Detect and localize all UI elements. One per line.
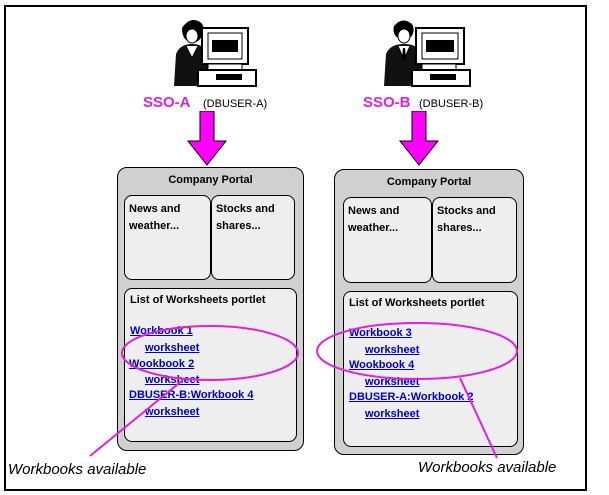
portal-b-workbook-link[interactable]: Wookbook 4 <box>349 359 415 371</box>
caption-workbooks-available-b: Workbooks available <box>418 459 557 476</box>
portal-b-news-portlet: News and weather... <box>343 197 432 283</box>
dbuser-b-label: (DBUSER-B) <box>419 98 484 110</box>
portal-b: Company Portal News and weather... Stock… <box>334 169 524 455</box>
caption-workbooks-available-a: Workbooks available <box>8 461 147 478</box>
portal-a-workbook-link[interactable]: Wookbook 2 <box>129 358 195 370</box>
arrow-a-down-icon <box>186 111 228 166</box>
portal-b-workbook-link[interactable]: DBUSER-A:Workbook 2 <box>349 391 474 403</box>
portal-b-list-title: List of Worksheets portlet <box>349 297 485 309</box>
portal-a-worksheet-link[interactable]: worksheet <box>145 342 200 354</box>
pointer-line-b <box>459 377 498 459</box>
portal-a-list-title: List of Worksheets portlet <box>130 294 266 306</box>
portal-a-news-portlet: News and weather... <box>124 195 211 280</box>
portal-a-stocks-portlet: Stocks and shares... <box>211 195 295 280</box>
portal-b-workbook-link[interactable]: Workbook 3 <box>349 327 412 339</box>
portal-a-worksheet-link[interactable]: worksheet <box>145 406 200 418</box>
user-a-computer-icon <box>168 14 260 90</box>
highlight-ellipse-a <box>121 325 299 381</box>
portal-a-worksheet-link[interactable]: worksheet <box>145 374 200 386</box>
sso-a-label: SSO-A <box>143 94 191 111</box>
user-b-computer-icon <box>378 14 474 90</box>
portal-b-stocks-portlet: Stocks and shares... <box>432 197 517 283</box>
highlight-ellipse-b <box>316 322 518 380</box>
sso-b-label: SSO-B <box>363 94 411 111</box>
pointer-line-a <box>89 379 184 457</box>
dbuser-a-label: (DBUSER-A) <box>203 98 268 110</box>
portal-a-worksheets-portlet: List of Worksheets portlet <box>124 288 297 442</box>
portal-b-title: Company Portal <box>386 176 472 188</box>
portal-b-worksheet-link[interactable]: worksheet <box>365 344 420 356</box>
portal-b-worksheet-link[interactable]: worksheet <box>365 408 420 420</box>
arrow-b-down-icon <box>398 111 440 166</box>
portal-a: Company Portal News and weather... Stock… <box>117 167 304 451</box>
portal-a-title: Company Portal <box>168 174 253 186</box>
portal-b-worksheets-portlet: List of Worksheets portlet <box>343 291 518 447</box>
